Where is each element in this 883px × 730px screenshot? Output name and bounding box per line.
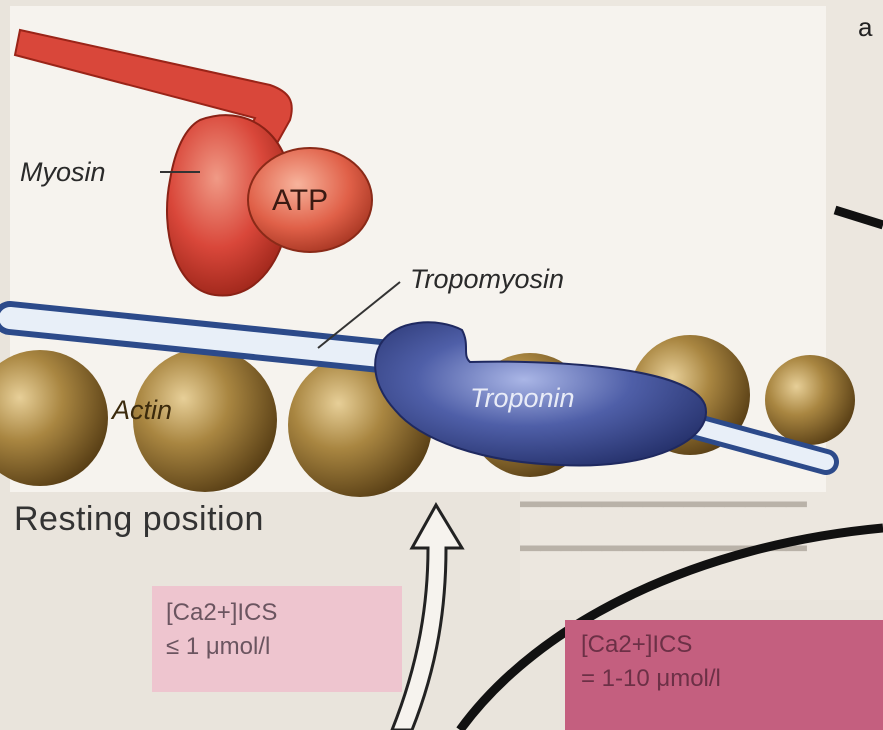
calcium-low-value: ≤ 1 μmol/l (166, 630, 388, 664)
calcium-high-value: = 1-10 μmol/l (581, 662, 867, 696)
resting-position-label: Resting position (14, 500, 264, 539)
actin-bead (0, 350, 108, 486)
calcium-low-box: [Ca2+]ICS ≤ 1 μmol/l (152, 586, 402, 692)
corner-letter: a (858, 12, 872, 43)
tropomyosin-label: Tropomyosin (410, 264, 564, 295)
troponin-label: Troponin (470, 383, 575, 414)
actin-bead (765, 355, 855, 445)
calcium-low-concentration: [Ca2+]ICS (166, 596, 388, 630)
calcium-high-box: [Ca2+]ICS = 1-10 μmol/l (565, 620, 883, 730)
myosin-label: Myosin (20, 157, 106, 188)
atp-label: ATP (272, 184, 328, 218)
calcium-high-concentration: [Ca2+]ICS (581, 628, 867, 662)
curve-line-upper (835, 210, 883, 225)
actin-label: Actin (112, 395, 172, 426)
up-arrow (392, 505, 462, 730)
